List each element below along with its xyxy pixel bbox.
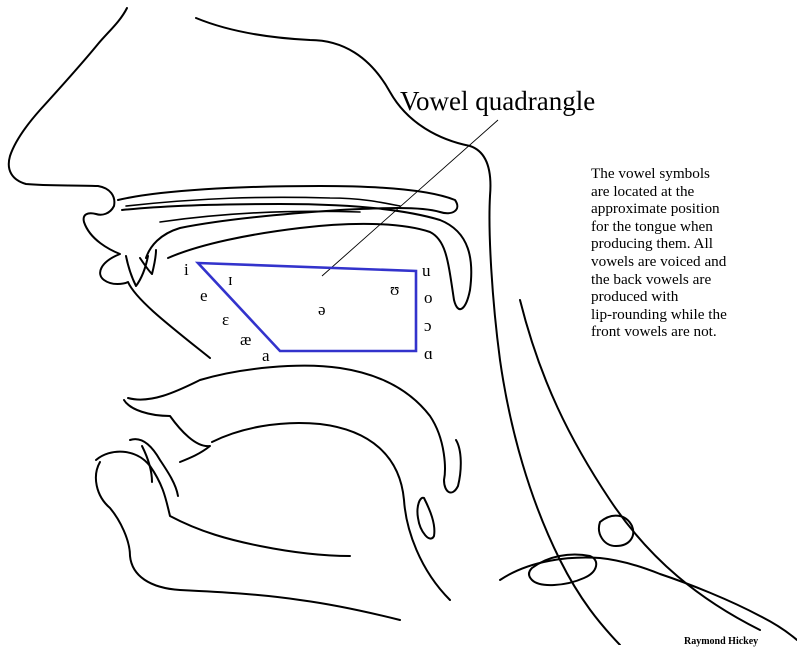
description-line: produced with bbox=[591, 288, 796, 306]
upper-teeth-outline bbox=[126, 250, 156, 286]
chin-outline bbox=[96, 462, 400, 620]
vowel-i: i bbox=[184, 260, 189, 279]
description-line: approximate position bbox=[591, 200, 796, 218]
vowel-o: o bbox=[424, 288, 433, 307]
face-profile-outline bbox=[9, 8, 210, 358]
vowel-oh: ɔ bbox=[424, 316, 432, 335]
tongue-body-outline bbox=[212, 423, 450, 600]
description-line: the back vowels are bbox=[591, 271, 796, 289]
floor-of-mouth-outline bbox=[124, 400, 210, 462]
arytenoid-outline bbox=[599, 516, 633, 546]
description-line: lip-rounding while the bbox=[591, 306, 796, 324]
description-line: for the tongue when bbox=[591, 218, 796, 236]
vowel-uh: ʊ bbox=[390, 280, 399, 299]
author-credit: Raymond Hickey bbox=[684, 637, 758, 647]
vowel-ah: ɑ bbox=[424, 344, 433, 363]
description-line: are located at the bbox=[591, 183, 796, 201]
vowel-eh: ɛ bbox=[222, 310, 229, 329]
description-line: front vowels are not. bbox=[591, 323, 796, 341]
pharynx-back-outline bbox=[520, 300, 760, 630]
vowel-schwa: ə bbox=[318, 300, 326, 319]
epiglottis-outline bbox=[417, 498, 434, 539]
diagram-title: Vowel quadrangle bbox=[400, 88, 595, 115]
description-line: producing them. All bbox=[591, 235, 796, 253]
vowel-ih: ɪ bbox=[228, 270, 233, 289]
lower-lip-outline bbox=[96, 452, 350, 556]
description-line: vowels are voiced and bbox=[591, 253, 796, 271]
vowel-u: u bbox=[422, 261, 431, 280]
larynx-outline bbox=[500, 558, 797, 640]
vowel-a: a bbox=[262, 346, 270, 365]
description-text: The vowel symbols are located at the app… bbox=[591, 165, 796, 341]
tongue-outline bbox=[128, 366, 461, 493]
description-line: The vowel symbols bbox=[591, 165, 796, 183]
vowel-e: e bbox=[200, 286, 208, 305]
vowel-ae: æ bbox=[240, 330, 251, 349]
lower-teeth-outline bbox=[130, 439, 178, 496]
